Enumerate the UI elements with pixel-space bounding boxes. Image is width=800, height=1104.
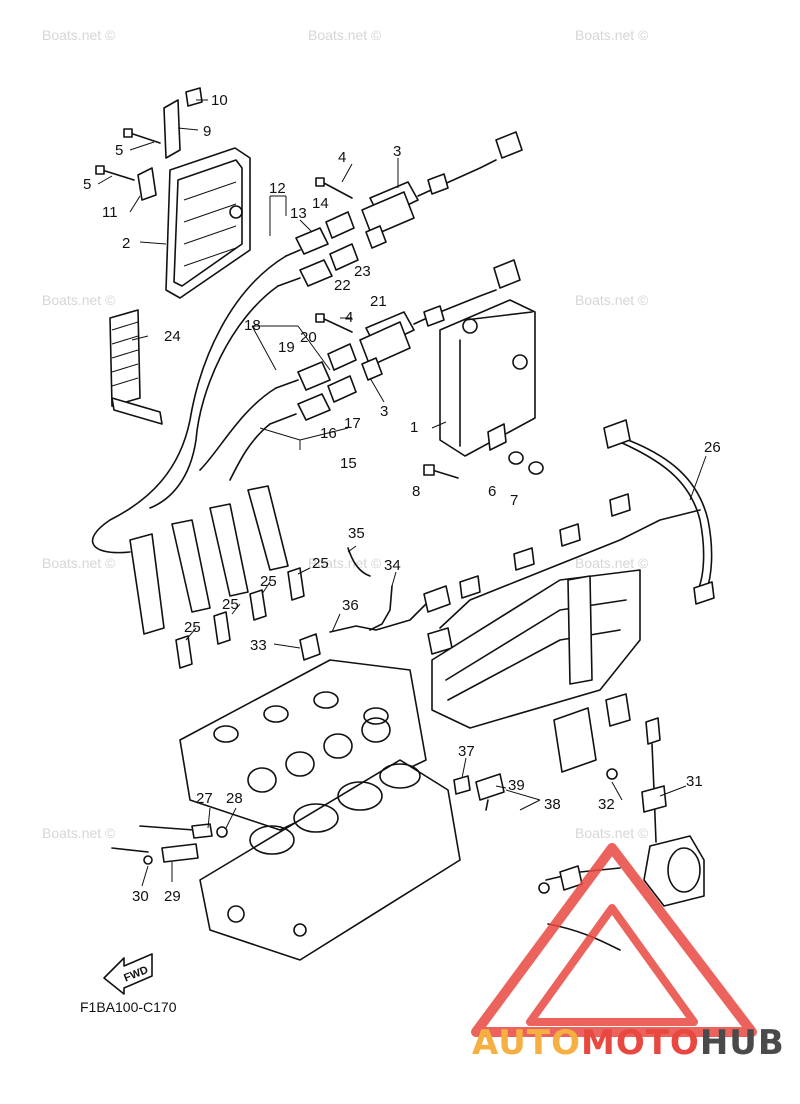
callout-3: 3 bbox=[393, 143, 401, 160]
callout-19: 19 bbox=[278, 339, 295, 356]
callout-25: 25 bbox=[312, 555, 329, 572]
watermark: Boats.net © bbox=[575, 292, 649, 308]
callout-29: 29 bbox=[164, 888, 181, 905]
callout-23: 23 bbox=[354, 263, 371, 280]
callout-25: 25 bbox=[222, 596, 239, 613]
callout-10: 10 bbox=[211, 92, 228, 109]
callout-4: 4 bbox=[345, 309, 353, 326]
callout-38: 38 bbox=[544, 796, 561, 813]
callout-32: 32 bbox=[598, 796, 615, 813]
bolts bbox=[95, 128, 353, 333]
callout-33: 33 bbox=[250, 637, 267, 654]
watermark: Boats.net © bbox=[42, 27, 116, 43]
brand-logo: AUTOMOTOHUB bbox=[471, 843, 785, 1063]
callout-28: 28 bbox=[226, 790, 243, 807]
callout-31: 31 bbox=[686, 773, 703, 790]
watermarks: Boats.net © Boats.net © Boats.net © Boat… bbox=[42, 27, 649, 841]
callout-11: 11 bbox=[102, 204, 118, 221]
callout-34: 34 bbox=[384, 557, 401, 574]
watermark: Boats.net © bbox=[42, 292, 116, 308]
callout-7: 7 bbox=[510, 492, 518, 509]
callout-1: 1 bbox=[410, 419, 418, 436]
brand-part-moto: MOTO bbox=[581, 1023, 700, 1063]
fwd-arrow-icon: FWD bbox=[103, 953, 153, 995]
callout-26: 26 bbox=[704, 439, 721, 456]
fasteners bbox=[423, 451, 544, 479]
callout-13: 13 bbox=[290, 205, 307, 222]
cylinder-block bbox=[199, 759, 461, 961]
callout-27: 27 bbox=[196, 790, 213, 807]
callout-16: 16 bbox=[320, 425, 337, 442]
callout-24: 24 bbox=[164, 328, 181, 345]
intake-manifold bbox=[431, 569, 641, 773]
callout-35: 35 bbox=[348, 525, 365, 542]
watermark: Boats.net © bbox=[42, 825, 116, 841]
brand-part-auto: AUTO bbox=[472, 1023, 581, 1063]
callout-4: 4 bbox=[338, 149, 346, 166]
watermark: Boats.net © bbox=[575, 555, 649, 571]
callout-leaders bbox=[97, 99, 707, 887]
callout-labels: 10 9 5 5 11 2 4 3 12 13 14 23 22 21 4 18… bbox=[83, 92, 721, 905]
callout-6: 6 bbox=[488, 483, 496, 500]
callout-12: 12 bbox=[269, 180, 286, 197]
callout-9: 9 bbox=[203, 123, 211, 140]
watermark: Boats.net © bbox=[308, 555, 382, 571]
svg-text:AUTOMOTOHUB: AUTOMOTOHUB bbox=[472, 1023, 785, 1063]
callout-5: 5 bbox=[83, 176, 91, 193]
wiring-harness bbox=[427, 419, 715, 655]
callout-25: 25 bbox=[260, 573, 277, 590]
callout-25: 25 bbox=[184, 619, 201, 636]
diagram-code: F1BA100-C170 bbox=[80, 999, 177, 1015]
plug-caps-upper bbox=[277, 211, 359, 287]
callout-21: 21 bbox=[370, 293, 387, 310]
brand-part-hub: HUB bbox=[700, 1023, 785, 1063]
callout-30: 30 bbox=[132, 888, 149, 905]
throttle-body bbox=[538, 717, 705, 951]
coil-boots bbox=[129, 485, 289, 635]
ignition-coil-upper bbox=[361, 131, 523, 249]
ignition-coil-lower bbox=[359, 259, 521, 381]
callout-17: 17 bbox=[344, 415, 361, 432]
plug-caps-lower bbox=[269, 343, 357, 425]
sensors-upper bbox=[299, 547, 451, 661]
clip-strip bbox=[109, 309, 163, 425]
ecu-module bbox=[439, 299, 536, 457]
callout-37: 37 bbox=[458, 743, 475, 760]
callout-14: 14 bbox=[312, 195, 329, 212]
watermark: Boats.net © bbox=[308, 27, 382, 43]
callout-15: 15 bbox=[340, 455, 357, 472]
watermark: Boats.net © bbox=[42, 555, 116, 571]
cover-panel bbox=[137, 87, 251, 299]
callout-20: 20 bbox=[300, 329, 317, 346]
callout-3: 3 bbox=[380, 403, 388, 420]
sensors-right bbox=[453, 773, 505, 811]
sensors-lower bbox=[111, 823, 228, 865]
ignition-leads bbox=[91, 255, 287, 554]
spark-plugs bbox=[175, 567, 305, 669]
callout-2: 2 bbox=[122, 235, 130, 252]
callout-22: 22 bbox=[334, 277, 351, 294]
callout-8: 8 bbox=[412, 483, 420, 500]
watermark: Boats.net © bbox=[575, 27, 649, 43]
callout-39: 39 bbox=[508, 777, 525, 794]
callout-18: 18 bbox=[244, 317, 261, 334]
callout-36: 36 bbox=[342, 597, 359, 614]
watermark: Boats.net © bbox=[575, 825, 649, 841]
callout-5: 5 bbox=[115, 142, 123, 159]
